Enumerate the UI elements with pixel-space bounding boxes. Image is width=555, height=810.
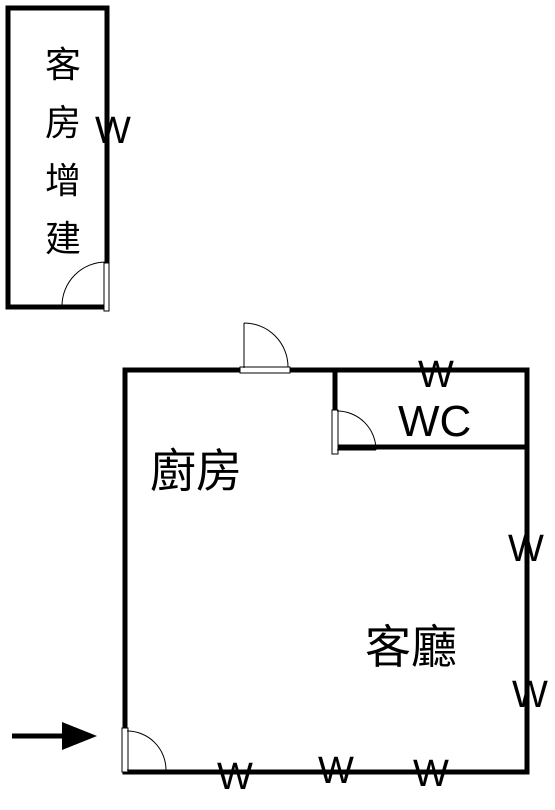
window-marker-right-upper: W	[508, 528, 544, 570]
window-marker-wc-top: W	[418, 354, 454, 396]
top-entrance-door	[239, 322, 291, 374]
wc-label: WC	[398, 397, 472, 446]
main-unit-walls	[122, 367, 530, 775]
wc-door	[331, 409, 377, 455]
guest-room-extension-label: 客 房 增 建	[44, 45, 81, 260]
window-marker-bottom-1: W	[217, 756, 253, 798]
window-marker-bottom-3: W	[413, 753, 449, 795]
window-marker-bottom-2: W	[318, 750, 354, 792]
window-marker-right-lower: W	[512, 674, 548, 716]
window-marker-extension: W	[95, 110, 131, 152]
kitchen-label: 廚房	[150, 444, 242, 498]
main-entry-door	[121, 727, 167, 773]
extension-door	[61, 261, 110, 312]
entrance-arrow	[12, 722, 97, 750]
living-room-label: 客廳	[365, 620, 457, 674]
guest-room-extension-walls	[5, 5, 110, 310]
